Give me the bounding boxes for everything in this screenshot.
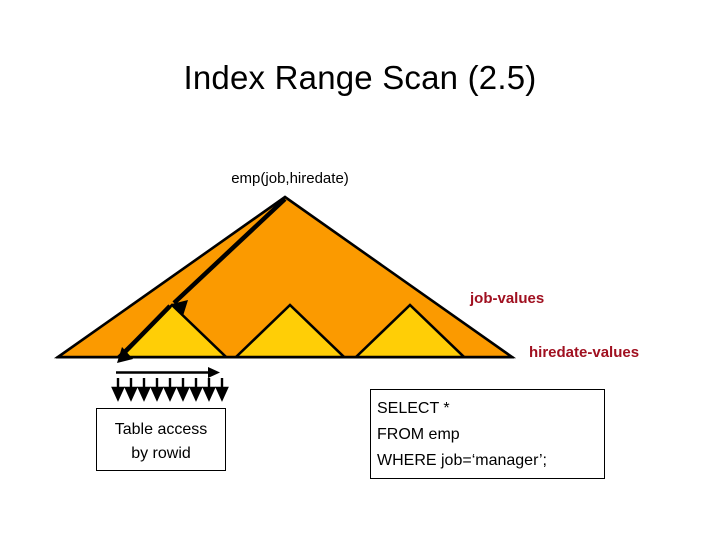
table-access-box: Table access by rowid: [96, 408, 226, 471]
range-scan-arrow: [116, 367, 220, 378]
sql-line-3: WHERE job=‘manager’;: [377, 452, 547, 469]
table-access-line-1: Table access: [114, 421, 208, 438]
index-traversal-arrow: [117, 197, 287, 363]
index-name-label: emp(job,hiredate): [231, 170, 349, 187]
page-title: Index Range Scan (2.5): [183, 59, 537, 96]
hiredate-values-label: hiredate-values: [529, 344, 640, 361]
sql-line-1: SELECT *: [377, 400, 450, 417]
sql-statement-box: SELECT * FROM emp WHERE job=‘manager’;: [370, 389, 605, 479]
job-values-label: job-values: [470, 290, 545, 307]
rowid-fetch-arrows: [111, 378, 229, 402]
sql-line-2: FROM emp: [377, 426, 460, 443]
table-access-line-2: by rowid: [131, 445, 191, 462]
